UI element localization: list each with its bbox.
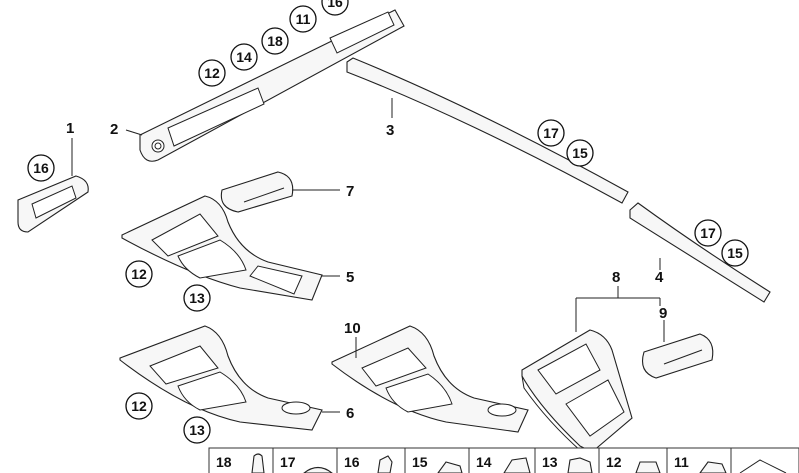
- clip-15-sketch: [437, 461, 463, 473]
- right-trim-strip: [629, 202, 771, 303]
- part-label-6: 6: [346, 405, 354, 422]
- clip-14-sketch: [503, 457, 531, 473]
- part-label-1: 1: [66, 120, 74, 137]
- small-cover-7: [220, 171, 294, 213]
- legend-number-12: 12: [606, 454, 622, 470]
- callout-11: 11: [289, 5, 317, 33]
- part-number-labels: 1 2 3 4 5 6 7 8 9 10: [66, 120, 667, 422]
- small-trim-piece: [17, 175, 89, 233]
- callout-17-right: 17: [694, 219, 722, 247]
- clip-18-sketch: [251, 453, 265, 473]
- small-cover-9: [641, 333, 714, 379]
- svg-text:13: 13: [189, 422, 205, 438]
- clip-11-sketch: [699, 461, 727, 473]
- part-label-3: 3: [386, 122, 394, 139]
- svg-text:15: 15: [572, 145, 588, 161]
- part-label-7: 7: [346, 183, 354, 200]
- svg-text:13: 13: [189, 290, 205, 306]
- leader-lines: [71, 98, 665, 413]
- callout-16-left: 16: [27, 154, 55, 182]
- callout-14: 14: [230, 43, 258, 71]
- part-label-2: 2: [110, 121, 118, 138]
- svg-text:18: 18: [267, 33, 283, 49]
- long-trim-strip: [346, 57, 629, 204]
- svg-text:12: 12: [131, 398, 147, 414]
- legend-number-18: 18: [216, 454, 232, 470]
- svg-text:11: 11: [296, 11, 311, 27]
- legend-number-13: 13: [542, 454, 558, 470]
- center-console-trim-5: [121, 195, 323, 301]
- clip-13-sketch: [567, 457, 593, 473]
- svg-text:12: 12: [131, 266, 147, 282]
- callout-15-mid: 15: [566, 139, 594, 167]
- svg-text:14: 14: [236, 49, 252, 65]
- callout-13-b: 13: [183, 416, 211, 444]
- center-console-trim-6: [119, 325, 323, 431]
- callout-17-mid: 17: [537, 119, 565, 147]
- circled-callouts: 16 11 18 14 12 16 17 15: [27, 0, 749, 444]
- svg-text:15: 15: [727, 245, 743, 261]
- svg-text:16: 16: [327, 0, 343, 10]
- clip-16-sketch: [377, 455, 393, 473]
- callout-16-top: 16: [321, 0, 349, 16]
- part-label-4: 4: [655, 269, 664, 286]
- legend-number-16: 16: [344, 454, 360, 470]
- legend-number-14: 14: [476, 454, 492, 470]
- callout-12-top: 12: [198, 59, 226, 87]
- callout-12-b: 12: [125, 392, 153, 420]
- callout-13-a: 13: [183, 284, 211, 312]
- part-label-10: 10: [344, 320, 361, 337]
- svg-text:12: 12: [204, 65, 220, 81]
- part-label-8: 8: [612, 269, 620, 286]
- callout-12-a: 12: [125, 260, 153, 288]
- svg-text:17: 17: [543, 125, 559, 141]
- center-console-trim-10: [331, 325, 529, 433]
- legend-number-15: 15: [412, 454, 428, 470]
- part-label-5: 5: [346, 269, 354, 286]
- clip-12-sketch: [635, 461, 661, 473]
- legend-number-11: 11: [674, 454, 689, 470]
- small-parts-legend: 18 17 16 15 14 13 12 11: [208, 447, 799, 473]
- svg-text:16: 16: [33, 160, 49, 176]
- svg-text:17: 17: [700, 225, 716, 241]
- dashboard-trim-strip: [139, 9, 405, 162]
- callout-18: 18: [261, 27, 289, 55]
- callout-15-right: 15: [721, 239, 749, 267]
- console-insert-8: [521, 329, 633, 453]
- legend-number-17: 17: [280, 454, 296, 470]
- scale-sketch: [739, 459, 787, 473]
- part-label-9: 9: [659, 305, 667, 322]
